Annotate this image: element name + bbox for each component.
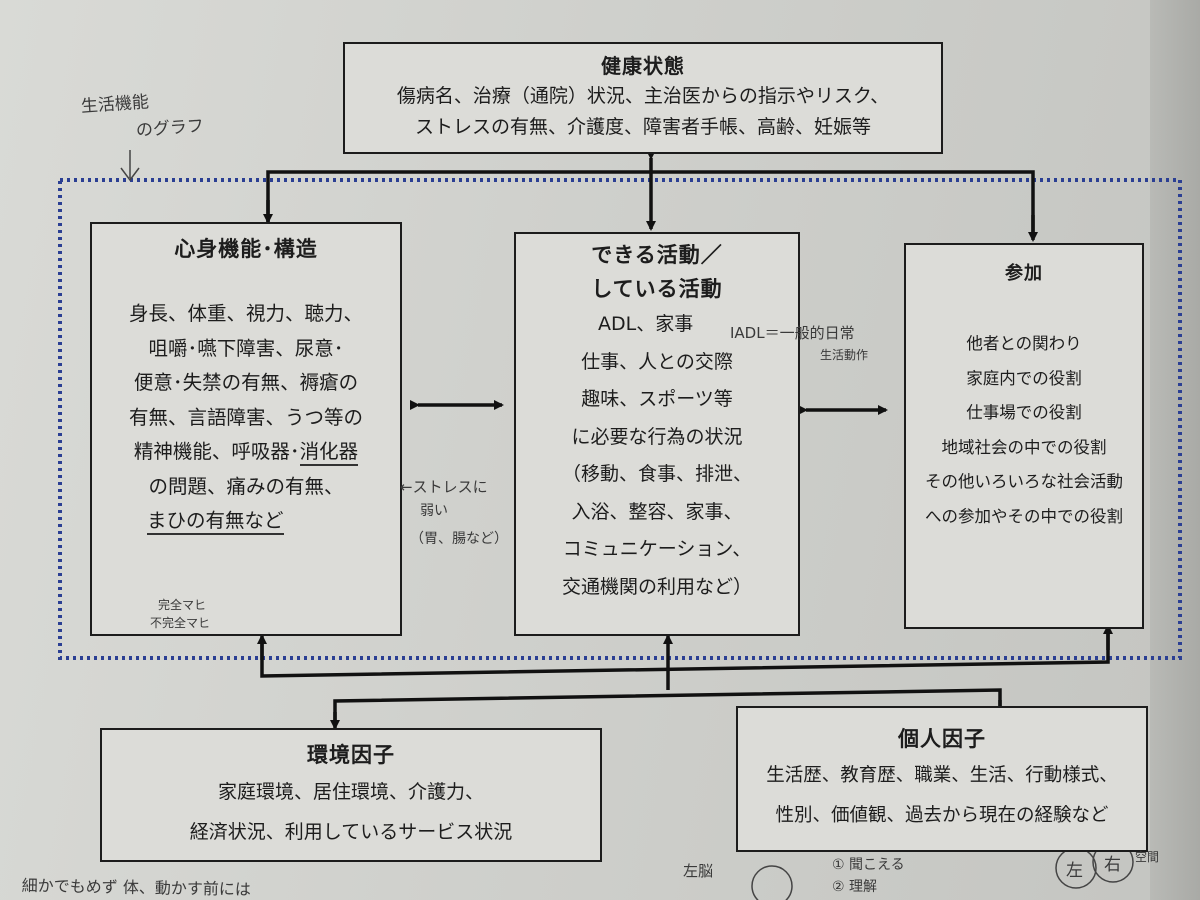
health-line-2: ストレスの有無、介護度、障害者手帳、高齢、妊娠等 [414,116,871,138]
note-stress-1: ←ストレスに [400,478,488,496]
page-edge [1150,0,1200,900]
body-line-2: 咀嚼･嚥下障害、尿意･ [148,336,344,360]
health-status-text: 傷病名、治療（通院）状況、主治医からの指示やリスク、 ストレスの有無、介護度、障… [345,81,941,143]
body-line-5-text: 精神機能、呼吸器･ [133,440,300,463]
activity-line-7: コミュニケーション、 [562,538,752,560]
activity-line-5: （移動、食事、排泄、 [561,463,752,485]
personal-box: 個人因子 生活歴、教育歴、職業、生活、行動様式、 性別、価値観、過去から現在の経… [736,706,1148,852]
activity-box: できる活動／ している活動 ADL、家事 仕事、人との交際 趣味、スポーツ等 に… [514,232,800,636]
note-graph: のグラフ [135,116,205,141]
participation-line-6: への参加やその中での役割 [925,506,1123,526]
environment-line-2: 経済状況、利用しているサービス状況 [189,821,513,843]
note-iadl-2: 生活動作 [820,348,869,362]
participation-title: 参加 [1005,263,1043,284]
environment-line-1: 家庭環境、居住環境、介護力、 [217,781,484,803]
participation-line-5: その他いろいろな社会活動 [925,472,1123,491]
activity-line-8: 交通機関の利用など） [561,575,752,598]
note-left-char: 左 [1066,861,1083,881]
environment-text: 家庭環境、居住環境、介護力、 経済状況、利用しているサービス状況 [102,772,600,852]
activity-line-2: 仕事、人との交際 [581,350,733,373]
participation-text: 他者との関わり 家庭内での役割 仕事場での役割 地域社会の中での役割 その他いろ… [906,327,1142,534]
participation-line-1: 他者との関わり [966,334,1082,353]
note-right-char: 右 [1104,855,1121,875]
personal-text: 生活歴、教育歴、職業、生活、行動様式、 性別、価値観、過去から現在の経験など [738,756,1146,836]
environment-title: 環境因子 [307,743,395,767]
body-function-title: 心身機能･構造 [174,237,318,261]
activity-title-line-2: している活動 [591,277,723,301]
living-function-dotted-frame [58,178,1182,660]
factors-connector [333,688,1002,722]
activity-title-line-1: できる活動／ [591,243,723,267]
note-list-1: ① 聞こえる [832,857,905,873]
digestive-underlined: 消化器 [299,440,359,466]
body-function-box: 心身機能･構造 身長、体重、視力、聴力、 咀嚼･嚥下障害、尿意･ 便意･失禁の有… [90,222,402,636]
health-status-title: 健康状態 [601,54,685,78]
note-left-brain: 左脳 [683,862,714,880]
health-status-box: 健康状態 傷病名、治療（通院）状況、主治医からの指示やリスク、 ストレスの有無、… [343,42,943,154]
top-connector [266,170,1035,238]
participation-box: 参加 他者との関わり 家庭内での役割 仕事場での役割 地域社会の中での役割 その… [904,243,1144,629]
activity-title: できる活動／ している活動 [516,238,798,306]
note-iadl: IADL＝一般的日常 [730,324,855,342]
health-line-1: 傷病名、治療（通院）状況、主治医からの指示やリスク、 [396,85,890,107]
sketch-circle-1 [751,865,793,900]
personal-title: 個人因子 [898,727,986,751]
participation-line-2: 家庭内での役割 [966,368,1082,388]
paralysis-text: まひの有無など [147,509,284,535]
activity-line-4: に必要な行為の状況 [571,425,743,448]
body-function-text: 身長、体重、視力、聴力、 咀嚼･嚥下障害、尿意･ 便意･失禁の有無、褥瘡の 有無… [92,297,400,539]
body-line-6: の問題、痛みの有無、 [148,474,344,498]
personal-line-1: 生活歴、教育歴、職業、生活、行動様式、 [766,765,1118,786]
personal-line-2: 性別、価値観、過去から現在の経験など [775,805,1109,826]
note-list-2: ② 理解 [832,879,878,895]
handwritten-down-arrow [120,150,140,182]
body-line-3: 便意･失禁の有無、褥瘡の [133,371,359,394]
activity-line-1: ADL、家事 [598,313,694,335]
activity-line-6: 入浴、整容、家事、 [571,500,743,523]
activity-line-3: 趣味、スポーツ等 [581,388,733,410]
note-living-function: 生活機能 [80,92,150,117]
environment-box: 環境因子 家庭環境、居住環境、介護力、 経済状況、利用しているサービス状況 [100,728,602,862]
note-bottom-left: 細かでもめず 体、動かす前には [21,875,251,899]
note-complete-paralysis: 完全マヒ [158,598,207,612]
body-line-7: まひの有無など [92,504,400,539]
body-line-1: 身長、体重、視力、聴力、 [128,302,363,325]
participation-line-4: 地域社会の中での役割 [941,437,1107,457]
note-incomplete-paralysis: 不完全マヒ [150,616,211,630]
bottom-connector [260,630,1110,678]
note-stress-2: 弱い [420,503,448,519]
note-space: 空間 [1135,850,1160,864]
body-line-5: 精神機能、呼吸器･消化器 [92,435,400,470]
participation-line-3: 仕事場での役割 [966,403,1082,422]
body-line-4: 有無、言語障害、うつ等の [128,405,363,429]
note-stress-3: （胃、腸など） [410,531,508,547]
activity-text: ADL、家事 仕事、人との交際 趣味、スポーツ等 に必要な行為の状況 （移動、食… [516,306,798,606]
